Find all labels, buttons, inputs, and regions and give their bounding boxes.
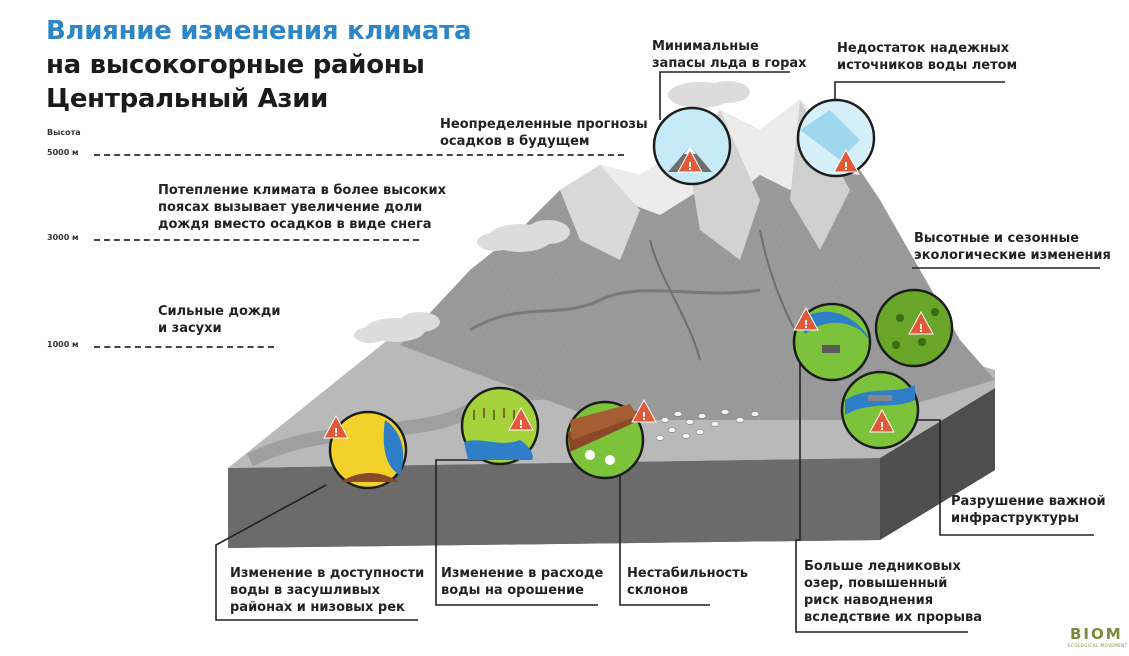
altitude-label: Высота bbox=[47, 128, 81, 137]
title-line-1: Влияние изменения климата bbox=[46, 16, 472, 46]
slope-circle-icon bbox=[565, 400, 645, 480]
label-slope-instability: Нестабильность склонов bbox=[627, 566, 749, 598]
label-warming: Потепление климата в более высоких пояса… bbox=[158, 183, 446, 232]
label-water-availability: Изменение в доступности воды в засушливы… bbox=[230, 566, 425, 615]
svg-text:!: ! bbox=[333, 426, 338, 439]
altitude-line-3000 bbox=[94, 239, 419, 241]
infrastructure-circle-icon bbox=[840, 370, 920, 450]
svg-text:!: ! bbox=[687, 160, 692, 173]
biom-logo: BIOM bbox=[1070, 625, 1123, 643]
svg-text:!: ! bbox=[843, 160, 848, 173]
altitude-line-1000 bbox=[94, 346, 274, 348]
svg-text:!: ! bbox=[803, 318, 808, 331]
label-infrastructure: Разрушение важной инфраструктуры bbox=[951, 494, 1106, 526]
page-title: Влияние изменения климата на высокогорны… bbox=[46, 14, 472, 116]
drought-circle-icon bbox=[328, 410, 408, 490]
label-rain-drought: Сильные дожди и засухи bbox=[158, 304, 281, 336]
svg-text:!: ! bbox=[518, 418, 523, 431]
sheep-flock bbox=[655, 409, 760, 441]
leader-lines bbox=[215, 71, 1100, 633]
svg-text:!: ! bbox=[879, 420, 884, 433]
glacier-circle-icon bbox=[796, 98, 876, 178]
svg-text:!: ! bbox=[918, 322, 923, 335]
clouds bbox=[354, 81, 750, 343]
altitude-line-5000 bbox=[94, 154, 624, 156]
altitude-3000: 3000 м bbox=[47, 233, 79, 242]
label-precip-uncertain: Неопределенные прогнозы осадков в будуще… bbox=[440, 117, 648, 149]
title-line-2: на высокогорные районы bbox=[46, 50, 425, 80]
label-glacier-lakes: Больше ледниковых озер, повышенный риск … bbox=[804, 559, 982, 625]
altitude-1000: 1000 м bbox=[47, 340, 79, 349]
title-line-3: Центральный Азии bbox=[46, 84, 329, 114]
warning-marks: !!! !!! !! bbox=[333, 160, 923, 439]
label-min-ice: Минимальные запасы льда в горах bbox=[652, 39, 807, 71]
label-irrigation: Изменение в расходе воды на орошение bbox=[441, 566, 604, 598]
label-water-shortage: Недостаток надежных источников воды лето… bbox=[837, 41, 1018, 73]
label-eco-changes: Высотные и сезонные экологические измене… bbox=[914, 231, 1111, 263]
warning-triangle-icon bbox=[323, 148, 934, 439]
irrigation-circle-icon bbox=[460, 386, 540, 466]
svg-text:!: ! bbox=[641, 410, 646, 423]
biom-logo-subtitle: ECOLOGICAL MOVEMENT bbox=[1068, 643, 1128, 648]
altitude-5000: 5000 м bbox=[47, 148, 79, 157]
